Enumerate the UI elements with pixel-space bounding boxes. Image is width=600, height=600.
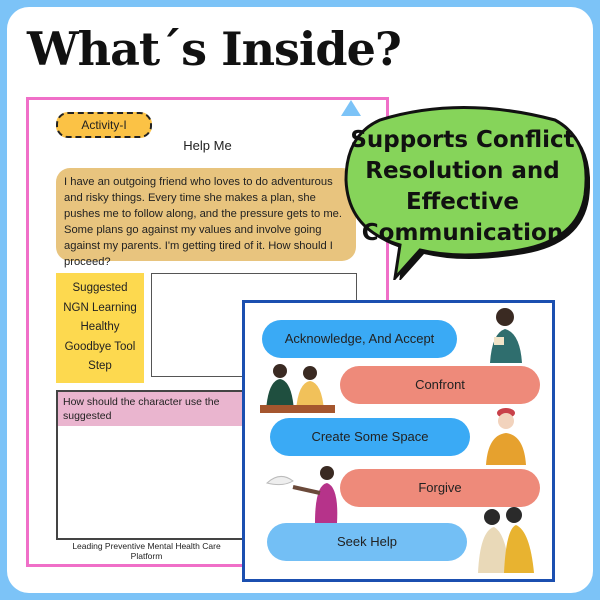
tool-line: NGN Learning: [63, 301, 137, 314]
bubble-text: Supports Conflict Resolution and Effecti…: [350, 127, 575, 246]
woman-reading-illustration: [490, 308, 522, 363]
speech-bubble: [344, 106, 590, 280]
activity-badge: Activity-I: [56, 112, 152, 138]
step-acknowledge: Acknowledge, And Accept: [262, 320, 457, 358]
tool-line: Healthy: [80, 321, 120, 333]
step-create-space: Create Some Space: [270, 418, 470, 456]
logo-icon: [341, 100, 361, 116]
woman-arms-crossed-illustration: [486, 408, 526, 465]
worksheet-heading: Help Me: [183, 138, 232, 153]
page-title: What´s Inside?: [27, 22, 402, 76]
tool-line: Step: [88, 360, 112, 372]
tool-box: Suggested NGN Learning Healthy Goodbye T…: [56, 273, 144, 383]
tool-line: Suggested: [72, 282, 128, 294]
tool-line: Goodbye Tool: [64, 340, 136, 353]
two-men-talking-illustration: [260, 364, 335, 413]
story-text: I have an outgoing friend who loves to d…: [56, 168, 356, 268]
woman-with-dove-illustration: [265, 466, 338, 523]
step-confront: Confront: [340, 366, 540, 404]
steps-card: Acknowledge, And Accept Confront Create …: [242, 300, 555, 582]
step-seek-help: Seek Help: [267, 523, 467, 561]
step-forgive: Forgive: [340, 469, 540, 507]
worksheet-footer: Leading Preventive Mental Health Care Pl…: [72, 541, 221, 561]
two-friends-sitting-illustration: [478, 507, 534, 573]
